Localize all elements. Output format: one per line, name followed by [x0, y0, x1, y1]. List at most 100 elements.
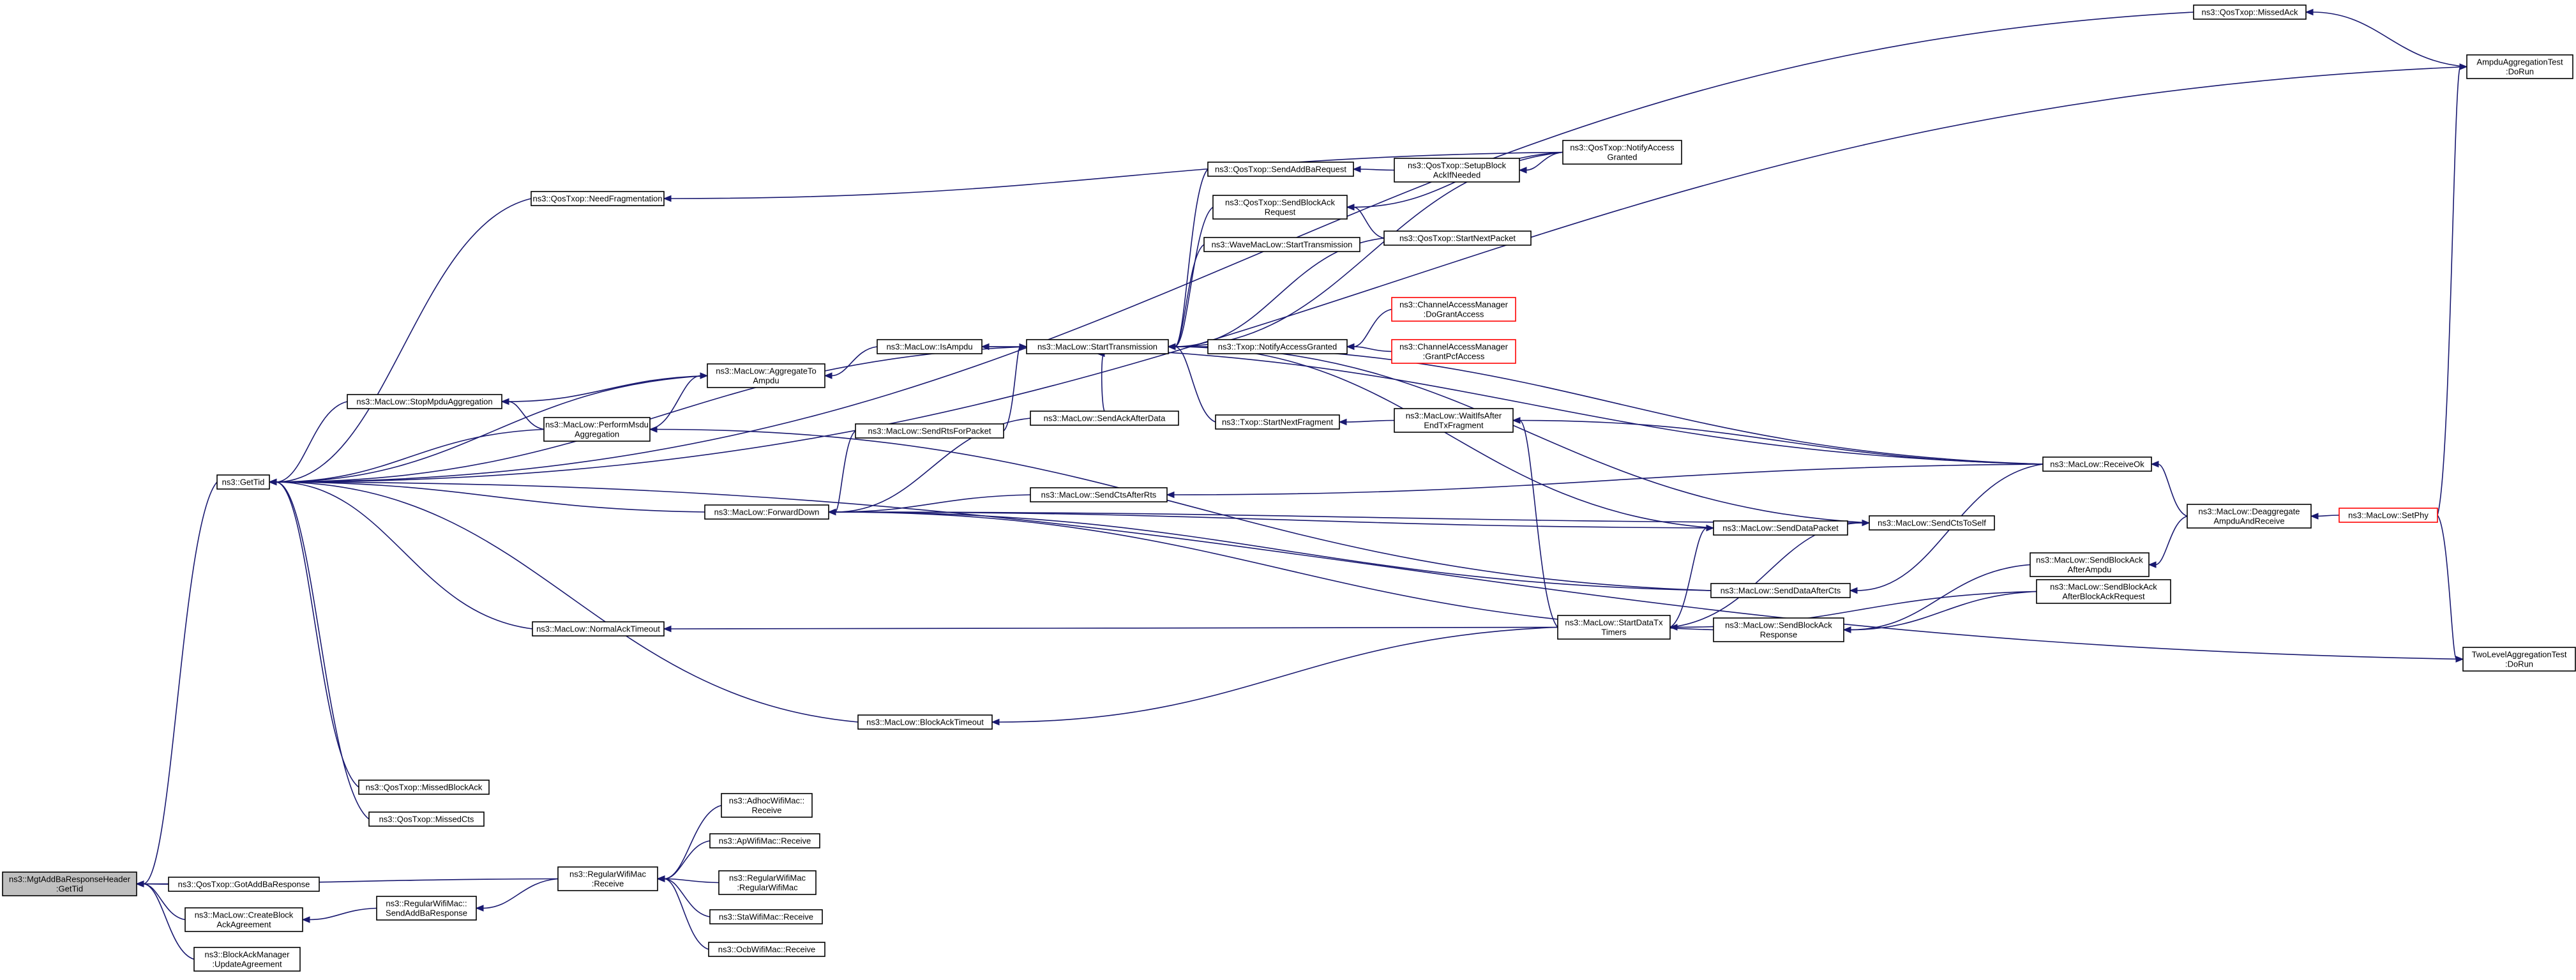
node-label: Request — [1265, 207, 1296, 217]
call-edge — [1167, 343, 1714, 529]
node-regregular[interactable]: ns3::RegularWifiMac:RegularWifiMac — [718, 870, 817, 895]
node-adhocrecv[interactable]: ns3::AdhocWifiMac::Receive — [721, 793, 813, 818]
node-dogrant[interactable]: ns3::ChannelAccessManager:DoGrantAccess — [1391, 297, 1516, 322]
node-isampdu[interactable]: ns3::MacLow::IsAmpdu — [877, 339, 983, 354]
call-edge — [1003, 343, 1028, 432]
call-edge — [1338, 418, 1395, 426]
node-senddatapacket[interactable]: ns3::MacLow::SendDataPacket — [1713, 520, 1848, 536]
node-qosstartnext[interactable]: ns3::QosTxop::StartNextPacket — [1383, 230, 1532, 246]
arrowhead-icon — [1346, 343, 1355, 351]
call-edge — [827, 508, 1714, 631]
node-twolevelaggtest[interactable]: TwoLevelAggregationTest:DoRun — [2462, 647, 2576, 672]
node-sendaddbareq[interactable]: ns3::QosTxop::SendAddBaRequest — [1207, 162, 1354, 177]
call-edge — [268, 478, 359, 788]
node-label: AmpduAggregationTest — [2476, 57, 2563, 67]
arrowhead-icon — [649, 426, 658, 433]
call-edge — [1096, 350, 1105, 412]
arrowhead-icon — [501, 398, 509, 405]
node-label: ns3::MacLow::Deaggregate — [2199, 507, 2300, 516]
call-edge — [2148, 515, 2188, 568]
node-label: ns3::MacLow::IsAmpdu — [886, 342, 972, 352]
call-edge — [991, 626, 1558, 726]
node-qosmissedack[interactable]: ns3::QosTxop::MissedAck — [2193, 4, 2307, 20]
node-sendackafter[interactable]: ns3::MacLow::SendAckAfterData — [1030, 411, 1179, 426]
call-edge — [649, 372, 709, 430]
arrowhead-icon — [700, 372, 709, 379]
call-edge — [663, 625, 1558, 633]
call-edge — [649, 426, 1712, 591]
node-label: Receive — [752, 806, 782, 815]
node-label: ns3::MacLow::StartDataTx — [1565, 618, 1663, 628]
node-regrecv[interactable]: ns3::RegularWifiMac:Receive — [557, 866, 658, 891]
node-label: ns3::QosTxop::SendBlockAck — [1225, 198, 1335, 207]
node-label: AmpduAndReceive — [2213, 516, 2284, 526]
node-ocbrecv[interactable]: ns3::OcbWifiMac::Receive — [708, 942, 825, 957]
call-edge — [656, 840, 711, 882]
node-label: ns3::MacLow::SetPhy — [2348, 511, 2429, 520]
node-missedcts[interactable]: ns3::QosTxop::MissedCts — [368, 811, 485, 827]
node-regsendaddba[interactable]: ns3::RegularWifiMac::SendAddBaResponse — [376, 896, 477, 921]
node-gettid[interactable]: ns3::GetTid — [216, 474, 270, 490]
call-edge — [1669, 524, 1715, 628]
node-label: ns3::RegularWifiMac:: — [386, 899, 467, 908]
node-label: ns3::MacLow::SendBlockAck — [1725, 621, 1832, 630]
node-gotaddba[interactable]: ns3::QosTxop::GotAddBaResponse — [168, 877, 320, 892]
call-edge — [501, 375, 708, 405]
node-senddataaftercts[interactable]: ns3::MacLow::SendDataAfterCts — [1710, 583, 1851, 598]
call-edge — [1512, 417, 2044, 465]
node-label: ns3::MacLow::SendCtsToSelf — [1878, 518, 1986, 528]
node-label: :Receive — [592, 879, 624, 889]
call-edge — [656, 875, 709, 950]
arrowhead-icon — [1338, 418, 1347, 426]
arrowhead-icon — [1518, 167, 1527, 174]
node-missedblockack[interactable]: ns3::QosTxop::MissedBlockAck — [358, 780, 490, 795]
node-updateagr[interactable]: ns3::BlockAckManager:UpdateAgreement — [193, 947, 301, 972]
node-sendctsafterrts[interactable]: ns3::MacLow::SendCtsAfterRts — [1030, 487, 1168, 502]
node-normalack[interactable]: ns3::MacLow::NormalAckTimeout — [532, 621, 665, 637]
node-receiveok[interactable]: ns3::MacLow::ReceiveOk — [2042, 456, 2152, 472]
node-root: ns3::MgtAddBaResponseHeader:GetTid — [2, 871, 137, 896]
node-aprecv[interactable]: ns3::ApWifiMac::Receive — [709, 833, 820, 848]
node-grantpcf[interactable]: ns3::ChannelAccessManager:GrantPcfAccess — [1391, 339, 1516, 364]
node-label: EndTxFragment — [1424, 421, 1484, 430]
node-needfrag[interactable]: ns3::QosTxop::NeedFragmentation — [531, 191, 665, 206]
arrowhead-icon — [2150, 460, 2159, 468]
node-stopmpdu[interactable]: ns3::MacLow::StopMpduAggregation — [347, 394, 502, 409]
node-sendctstoself[interactable]: ns3::MacLow::SendCtsToSelf — [1869, 515, 1995, 531]
node-label: ns3::MacLow::AggregateTo — [716, 366, 817, 376]
node-setphy[interactable]: ns3::MacLow::SetPhy — [2339, 508, 2438, 523]
node-label: AckIfNeeded — [1433, 170, 1480, 180]
node-txopnotify[interactable]: ns3::Txop::NotifyAccessGranted — [1207, 339, 1348, 354]
node-label: ns3::MacLow::ReceiveOk — [2050, 460, 2144, 469]
arrowhead-icon — [1849, 587, 1858, 594]
node-label: TwoLevelAggregationTest — [2472, 650, 2567, 660]
node-starttx[interactable]: ns3::MacLow::StartTransmission — [1026, 339, 1169, 354]
node-forwarddown[interactable]: ns3::MacLow::ForwardDown — [704, 504, 829, 520]
node-sendblockackafterbar[interactable]: ns3::MacLow::SendBlockAckAfterBlockAckRe… — [2036, 579, 2171, 604]
node-blockacktimeout[interactable]: ns3::MacLow::BlockAckTimeout — [857, 714, 993, 730]
node-sendrts[interactable]: ns3::MacLow::SendRtsForPacket — [855, 423, 1004, 439]
node-wavestarttx[interactable]: ns3::WaveMacLow::StartTransmission — [1203, 237, 1360, 252]
arrowhead-icon — [135, 880, 144, 887]
node-starecv[interactable]: ns3::StaWifiMac::Receive — [709, 909, 823, 924]
call-edge — [1167, 343, 1870, 524]
node-label: ns3::MacLow::SendAckAfterData — [1044, 414, 1166, 423]
node-qosnotify[interactable]: ns3::QosTxop::NotifyAccessGranted — [1562, 140, 1682, 165]
node-label: :RegularWifiMac — [737, 883, 798, 893]
node-label: ns3::QosTxop::SetupBlock — [1408, 161, 1506, 170]
node-ampduaggtest[interactable]: AmpduAggregationTest:DoRun — [2466, 54, 2573, 79]
node-label: ns3::QosTxop::GotAddBaResponse — [178, 880, 310, 889]
node-txopstartnextfrag[interactable]: ns3::Txop::StartNextFragment — [1215, 414, 1340, 430]
call-edge — [1512, 417, 1558, 628]
